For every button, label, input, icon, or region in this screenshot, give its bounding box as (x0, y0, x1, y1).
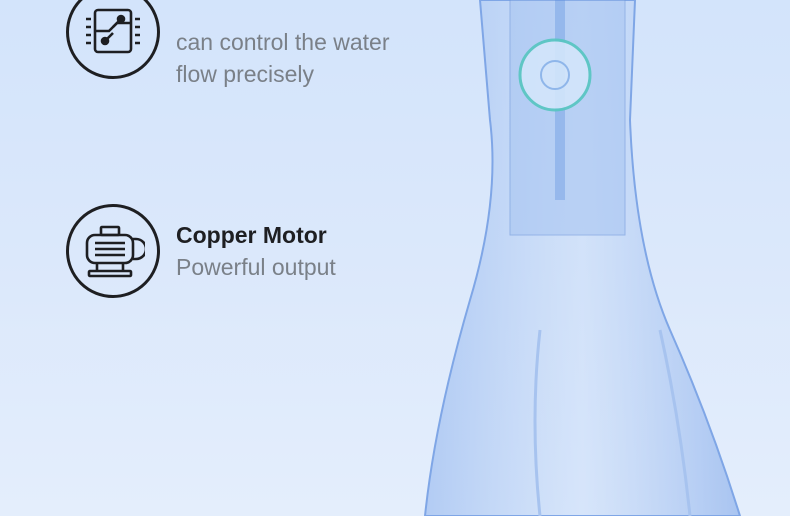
feature-description-line: flow precisely (176, 61, 315, 87)
feature-description-line: can control the water (176, 29, 390, 55)
feature-description: Powerful output (176, 254, 336, 280)
motor-icon (66, 204, 160, 298)
water-flosser-product-image (423, 0, 742, 516)
feature-title: Copper Motor (176, 222, 327, 248)
circuit-board-icon (66, 0, 160, 79)
feature-copper-motor: Copper Motor Powerful output (66, 204, 336, 298)
feature-flow-control: can control the water flow precisely (66, 0, 390, 90)
